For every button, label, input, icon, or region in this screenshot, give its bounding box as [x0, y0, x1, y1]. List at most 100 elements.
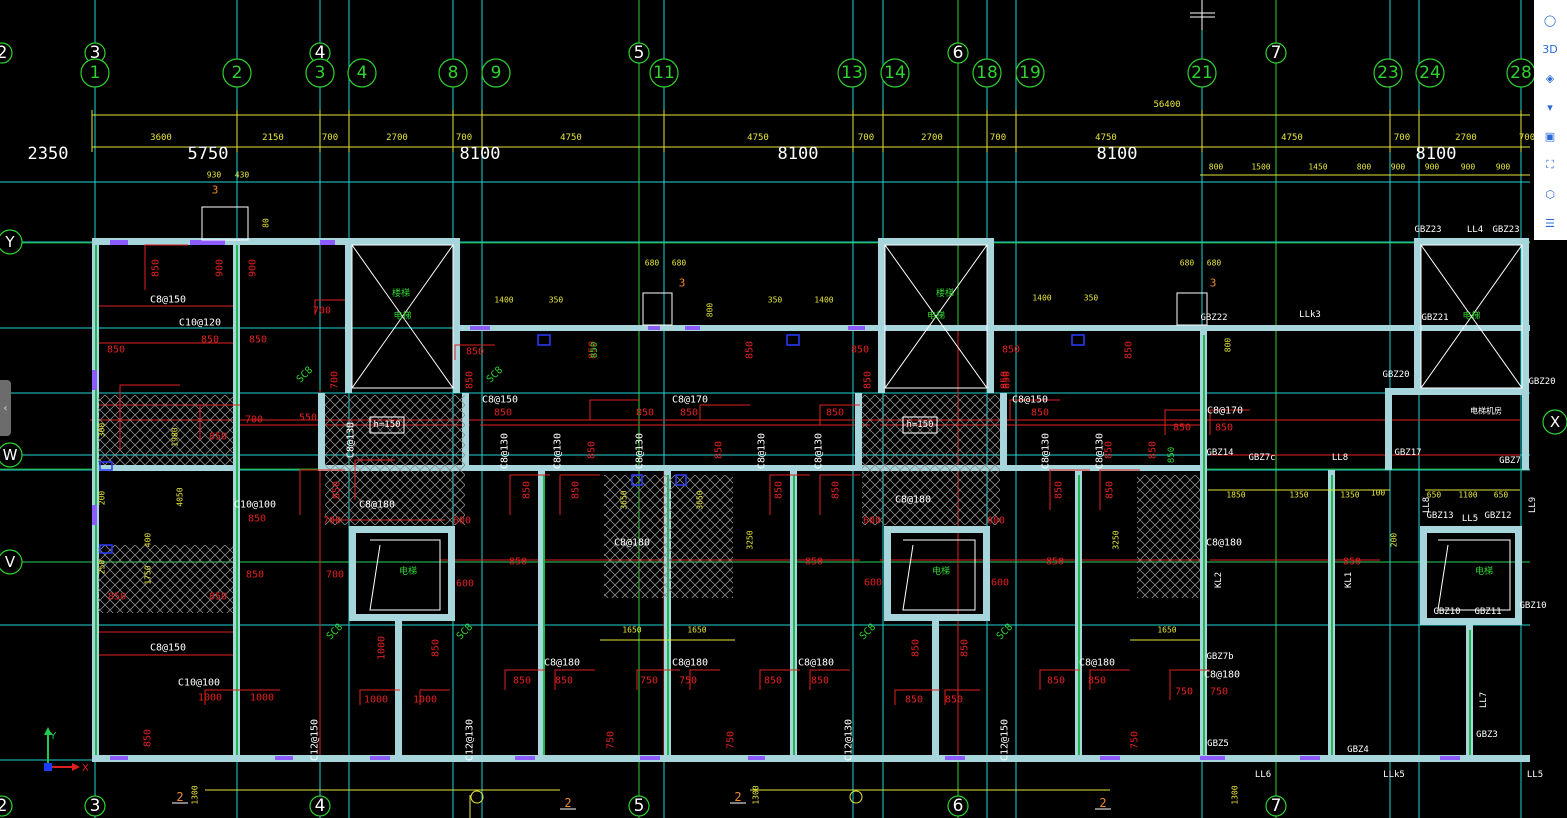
- wall-id-label: KL1: [1344, 572, 1354, 588]
- rebar-label: C10@120: [179, 318, 221, 329]
- red-leader: [819, 404, 860, 425]
- wall: [318, 393, 325, 470]
- collapse-panel-tab[interactable]: ‹: [0, 380, 11, 436]
- axis-bubble-row: X: [1542, 409, 1567, 435]
- elevator-shaft-diagonal: [1420, 244, 1523, 389]
- red-leader: [1209, 409, 1250, 435]
- dimension-sub: 900: [1461, 163, 1476, 172]
- red-dimension-label: 850: [680, 408, 698, 419]
- dimension-segment: 700: [456, 133, 472, 143]
- sc8-label: SC8: [485, 365, 506, 386]
- dimension-sub: 800: [1357, 163, 1372, 172]
- opening-frame: [201, 206, 249, 241]
- wall-id-label: LL5: [1527, 770, 1543, 780]
- view-dropdown-icon: ▾: [1547, 100, 1553, 114]
- wall-opening: [92, 505, 97, 525]
- fullscreen-button[interactable]: ⛶: [1538, 153, 1562, 177]
- red-dimension-label: 850: [108, 592, 126, 603]
- red-dimension-label: 850: [332, 481, 343, 499]
- axis-bubble: 8: [438, 58, 468, 88]
- dimension-segment: 700: [1394, 133, 1410, 143]
- model-icon: ⬡: [1545, 187, 1555, 201]
- h150-label: h=150: [373, 420, 400, 430]
- rebar-label: C8@180: [1079, 658, 1115, 669]
- axis-bubble-label: 19: [1019, 63, 1041, 83]
- 3d-view-button[interactable]: 3D: [1538, 37, 1562, 61]
- wall: [1522, 388, 1529, 470]
- wall: [349, 526, 356, 620]
- axis-bubble-label: 24: [1419, 63, 1441, 83]
- orbit-button[interactable]: ◯: [1538, 8, 1562, 32]
- axis-bubble: 14: [880, 58, 910, 88]
- red-leader: [1089, 669, 1130, 690]
- properties-button[interactable]: ☰: [1538, 211, 1562, 235]
- wall-core: [1203, 335, 1205, 755]
- axis-bubble-ring: [1015, 58, 1045, 88]
- red-dimension-label: 600: [991, 578, 1009, 589]
- wall-opening: [1300, 756, 1320, 760]
- red-leader: [944, 689, 980, 705]
- section-mark: 2: [176, 790, 183, 804]
- wall: [460, 325, 640, 331]
- wall-core: [1078, 475, 1080, 755]
- box-view-button[interactable]: ▣: [1538, 124, 1562, 148]
- axis-bubble-ring: [628, 795, 650, 817]
- axis-bubble: 28: [1506, 58, 1536, 88]
- axis-bubble: 1: [80, 58, 110, 88]
- dimension-mid: 4050: [176, 487, 185, 506]
- axis-bubble-label: 3: [90, 43, 101, 63]
- dimension-small: 350: [768, 296, 783, 305]
- red-leader: [699, 404, 750, 420]
- red-dimension-label: 850: [513, 676, 531, 687]
- view-dropdown-button[interactable]: ▾: [1538, 95, 1562, 119]
- axis-bubble-label: 5: [634, 43, 645, 63]
- red-dimension-label: 850: [805, 557, 823, 568]
- elevator-label: 电梯: [1462, 310, 1480, 322]
- elevator-shaft: [1420, 244, 1523, 389]
- red-dimension-label: 850: [811, 676, 829, 687]
- red-leader: [759, 669, 800, 690]
- dimension-small: 680: [645, 259, 660, 268]
- rebar-label: C8@130: [1095, 433, 1106, 469]
- wall-opening: [945, 756, 965, 760]
- chevron-left-icon: ‹: [2, 402, 9, 414]
- red-dimension-label: 600: [987, 516, 1005, 527]
- red-dimension-label: 850: [571, 481, 582, 499]
- green-label: 850: [590, 342, 600, 358]
- red-dimension-label: 850: [831, 481, 842, 499]
- model-button[interactable]: ⬡: [1538, 182, 1562, 206]
- wall-id-label: GBZ14: [1206, 448, 1233, 458]
- rebar-label: C8@180: [544, 658, 580, 669]
- wall-core: [667, 475, 669, 755]
- rebar-label: C10@100: [178, 678, 220, 689]
- red-dimension-label: 750: [679, 676, 697, 687]
- view-cube-button[interactable]: ◈: [1538, 66, 1562, 90]
- rebar-label: C8@180: [895, 495, 931, 506]
- dimension-bay: 8100: [1097, 144, 1138, 164]
- wall-id-label: GBZ10: [1519, 601, 1546, 611]
- wall-opening: [648, 326, 660, 330]
- dimension-mid: 200: [1390, 533, 1399, 548]
- opening-count: 3: [1210, 277, 1217, 290]
- red-leader: [1049, 469, 1090, 510]
- wall-opening: [1100, 756, 1120, 760]
- red-dimension-label: 850: [1046, 557, 1064, 568]
- axis-bubble-label: X: [1550, 413, 1560, 431]
- red-dimension-label: 1000: [250, 693, 274, 704]
- properties-icon: ☰: [1545, 216, 1555, 230]
- axis-bubble-ring: [222, 58, 252, 88]
- section-marker: [849, 790, 863, 804]
- dimension-segment: 700: [990, 133, 1006, 143]
- axis-bubble-row: W: [0, 442, 23, 468]
- wall-opening: [110, 756, 128, 760]
- axis-bubble-label: 6: [953, 796, 964, 816]
- column-marker: [99, 544, 113, 554]
- axis-bubble-ring: [628, 42, 650, 64]
- red-dimension-label: 850: [209, 432, 227, 443]
- red-leader: [144, 244, 188, 290]
- red-leader: [504, 669, 545, 690]
- red-leader: [554, 669, 595, 690]
- axis-bubble-label: 18: [976, 63, 998, 83]
